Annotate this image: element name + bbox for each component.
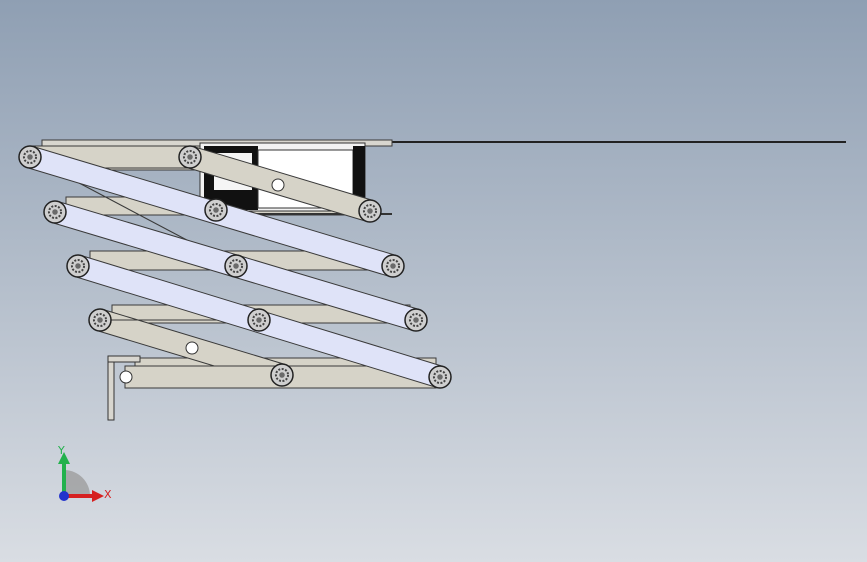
z-axis-dot: [59, 491, 69, 501]
pivot-bolts: [18, 145, 452, 389]
pivot-bolt: [18, 145, 42, 169]
pivot-hole: [271, 178, 285, 192]
pivot-bolt: [247, 308, 271, 332]
pivot-bolt: [428, 365, 452, 389]
pivot-bolt: [66, 254, 90, 278]
y-axis-arrowhead: [58, 452, 70, 464]
pivot-bolt: [224, 254, 248, 278]
pivot-bolt: [88, 308, 112, 332]
rotation-arc-icon: [64, 470, 90, 496]
pivot-bolt: [43, 200, 67, 224]
y-axis-label: Y: [57, 444, 65, 457]
pivot-bolt: [178, 145, 202, 169]
pivot-hole: [185, 341, 199, 355]
x-axis-arrowhead: [92, 490, 104, 502]
pivot-bolt: [404, 308, 428, 332]
pivot-bolt: [270, 363, 294, 387]
pivot-bolt: [358, 199, 382, 223]
bottom-bracket: [107, 355, 141, 421]
pivot-bolt: [381, 254, 405, 278]
x-axis-label: X: [104, 488, 112, 501]
pivot-hole: [119, 370, 133, 384]
pivot-bolt: [204, 198, 228, 222]
